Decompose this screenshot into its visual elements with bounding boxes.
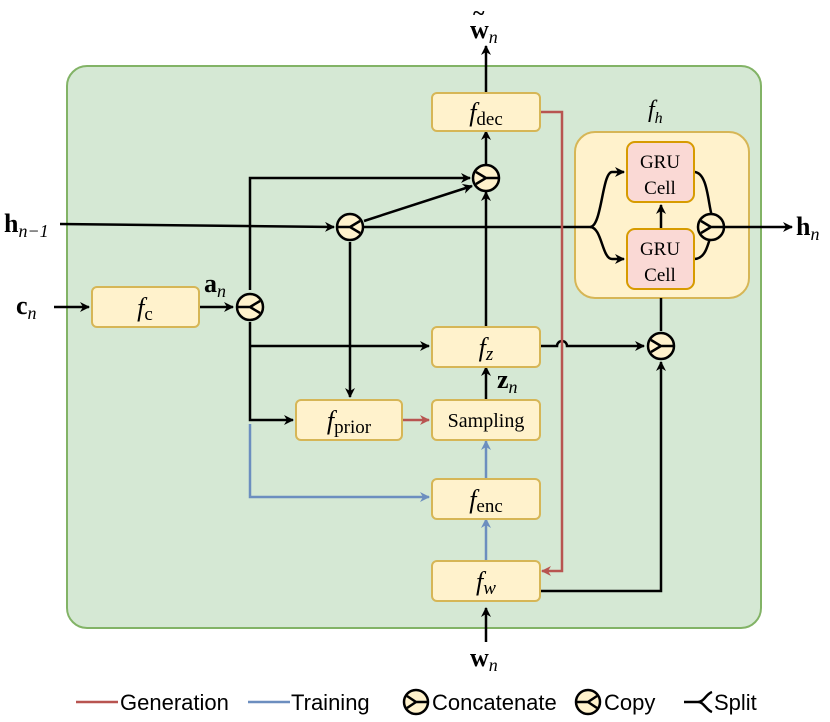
concatenate-node-right bbox=[646, 331, 676, 361]
edge-an-fenc-training bbox=[248, 424, 430, 502]
fdec-block bbox=[431, 92, 541, 132]
edge-an-fprior bbox=[248, 346, 294, 425]
fh-label: fh bbox=[648, 97, 663, 127]
gru-top-out bbox=[693, 170, 714, 217]
edge-fdec-fw-generation bbox=[540, 110, 564, 576]
legend-copy-icon bbox=[574, 688, 602, 716]
w-n-label: wn bbox=[470, 643, 498, 675]
gru-top-line1: GRU bbox=[640, 152, 680, 173]
gru-cell-bottom bbox=[626, 228, 695, 290]
fdec-label: fdec bbox=[469, 98, 503, 130]
h-prev-label: hn−1 bbox=[4, 209, 49, 241]
legend-concatenate-label: Concatenate bbox=[432, 690, 557, 715]
merge-node-output bbox=[696, 212, 726, 242]
fc-block bbox=[91, 286, 200, 328]
fprior-label: fprior bbox=[327, 406, 372, 438]
legend-training-label: Training bbox=[291, 690, 370, 715]
edge-hprev-copy bbox=[59, 221, 335, 232]
edge-fw-concat2 bbox=[540, 361, 666, 593]
gru-bottom-line2: Cell bbox=[644, 265, 676, 286]
split-to-gru-top bbox=[589, 167, 625, 229]
legend: Generation Training Concatenate Copy Spl… bbox=[76, 688, 757, 716]
w-tilde-accent: ~ bbox=[473, 0, 485, 25]
split-to-gru-bottom bbox=[589, 225, 625, 264]
gru-cell-top bbox=[626, 141, 695, 203]
sampling-block bbox=[431, 399, 541, 441]
gru-bottom-line1: GRU bbox=[640, 239, 680, 260]
copy-node-an bbox=[235, 292, 265, 322]
fw-block bbox=[431, 560, 541, 602]
fw-label: fw bbox=[476, 567, 496, 599]
edge-an-concat1 bbox=[248, 173, 471, 290]
fz-label: fz bbox=[479, 333, 494, 365]
w-tilde-label: wn bbox=[470, 15, 498, 47]
sampling-label: Sampling bbox=[448, 410, 525, 432]
fprior-block bbox=[295, 399, 403, 441]
legend-copy-label: Copy bbox=[604, 690, 655, 715]
fenc-label: fenc bbox=[469, 485, 503, 517]
a-n-label: an bbox=[204, 269, 226, 301]
legend-concatenate-icon bbox=[402, 688, 430, 716]
concatenate-node-top bbox=[471, 163, 501, 193]
edge-copy-concat1 bbox=[363, 184, 473, 223]
fz-block bbox=[431, 326, 541, 368]
legend-generation-label: Generation bbox=[120, 690, 229, 715]
z-n-label: zn bbox=[497, 365, 518, 397]
gru-top-line2: Cell bbox=[644, 178, 676, 199]
c-n-label: cn bbox=[16, 291, 37, 323]
legend-split-label: Split bbox=[714, 690, 757, 715]
fenc-block bbox=[431, 478, 541, 520]
copy-node-h bbox=[335, 212, 365, 242]
legend-split-icon bbox=[684, 690, 713, 714]
fc-label: fc bbox=[137, 293, 153, 325]
h-next-label: hn bbox=[796, 212, 819, 244]
